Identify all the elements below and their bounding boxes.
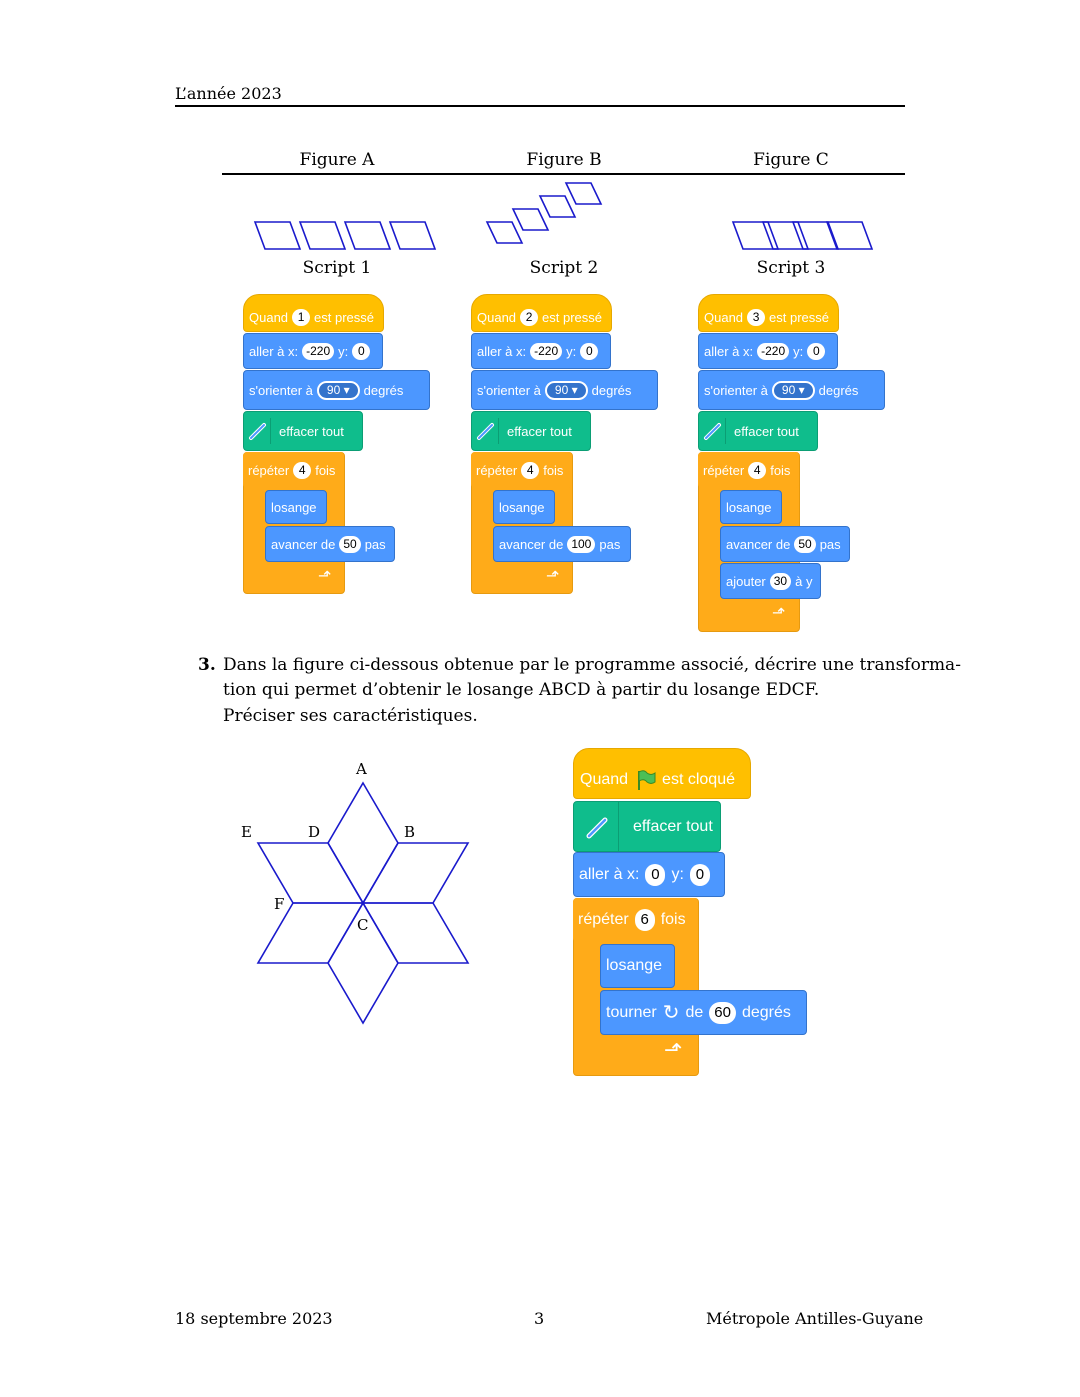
repeat-count[interactable]: 4 (748, 461, 767, 479)
y-value[interactable]: 0 (580, 342, 599, 360)
direction-dropdown[interactable]: 90 ▾ (544, 380, 588, 400)
script-1-label: Script 1 (302, 258, 372, 278)
green-flag-icon (638, 769, 656, 790)
pen-icon (472, 418, 499, 444)
loop-arrow-icon: ⬏ (318, 566, 332, 585)
move-value[interactable]: 50 (794, 535, 816, 553)
page-number: 3 (534, 1309, 545, 1328)
direction-dropdown[interactable]: 90 ▾ (771, 380, 815, 400)
pen-icon (699, 418, 726, 444)
move-value[interactable]: 100 (567, 535, 596, 553)
repeat-count[interactable]: 4 (521, 461, 540, 479)
loop-arrow-icon: ⬏ (664, 1038, 683, 1063)
key-value[interactable]: 1 (292, 308, 311, 326)
figure-c-shapes (731, 221, 874, 250)
clear-block[interactable]: effacer tout (243, 411, 363, 451)
question-number: 3. (198, 655, 216, 675)
pen-icon (244, 418, 271, 444)
question-line-2: tion qui permet d’obtenir le losange ABC… (223, 680, 820, 700)
losange-block[interactable]: losange (265, 490, 327, 524)
x-value[interactable]: 0 (645, 863, 666, 886)
add-value[interactable]: 30 (769, 572, 792, 590)
question-line-1: Dans la figure ci-dessous obtenue par le… (223, 655, 961, 675)
figure-a-label: Figure A (299, 150, 375, 170)
pen-icon (574, 801, 619, 852)
label-e: E (241, 823, 252, 841)
direction-dropdown[interactable]: 90 ▾ (316, 380, 360, 400)
star-figure: A B C D E F (241, 760, 470, 1025)
x-value[interactable]: -220 (530, 342, 563, 360)
repeat-count[interactable]: 4 (293, 461, 312, 479)
key-value[interactable]: 3 (747, 308, 766, 326)
x-value[interactable]: -220 (302, 342, 335, 360)
footer-place: Métropole Antilles-Guyane (706, 1309, 924, 1328)
y-value[interactable]: 0 (352, 342, 371, 360)
loop-arrow-icon: ⬏ (546, 566, 560, 585)
figure-table-rule (222, 173, 905, 175)
clear-block[interactable]: effacer tout (471, 411, 591, 451)
script-3-label: Script 3 (756, 258, 826, 278)
figure-drawings (253, 182, 874, 250)
repeat-count[interactable]: 6 (634, 909, 655, 931)
when-flag-clicked-block[interactable]: Quand est cloqué (573, 748, 751, 799)
y-value[interactable]: 0 (689, 863, 710, 886)
figure-b-label: Figure B (526, 150, 602, 170)
figure-b-shapes (485, 182, 603, 244)
move-value[interactable]: 50 (339, 535, 361, 553)
key-value[interactable]: 2 (520, 308, 539, 326)
losange-block[interactable]: losange (600, 944, 675, 988)
label-c: C (357, 916, 368, 934)
label-a: A (355, 760, 367, 778)
clear-block[interactable]: effacer tout (698, 411, 818, 451)
question-line-3: Préciser ses caractéristiques. (223, 706, 478, 726)
header-rule (175, 105, 905, 107)
rotate-clockwise-icon: ↻ (662, 1001, 680, 1024)
losange-block[interactable]: losange (493, 490, 555, 524)
clear-block[interactable]: effacer tout (573, 801, 721, 852)
losange-block[interactable]: losange (720, 490, 782, 524)
script-2-label: Script 2 (529, 258, 599, 278)
y-value[interactable]: 0 (807, 342, 826, 360)
x-value[interactable]: -220 (757, 342, 790, 360)
figure-a-shapes (253, 221, 437, 250)
label-f: F (274, 895, 284, 913)
page-header: L’année 2023 (175, 84, 282, 103)
label-d: D (308, 823, 320, 841)
loop-arrow-icon: ⬏ (772, 603, 786, 622)
label-b: B (404, 823, 415, 841)
figure-c-label: Figure C (753, 150, 829, 170)
footer-date: 18 septembre 2023 (175, 1309, 333, 1328)
angle-value[interactable]: 60 (709, 1001, 736, 1024)
